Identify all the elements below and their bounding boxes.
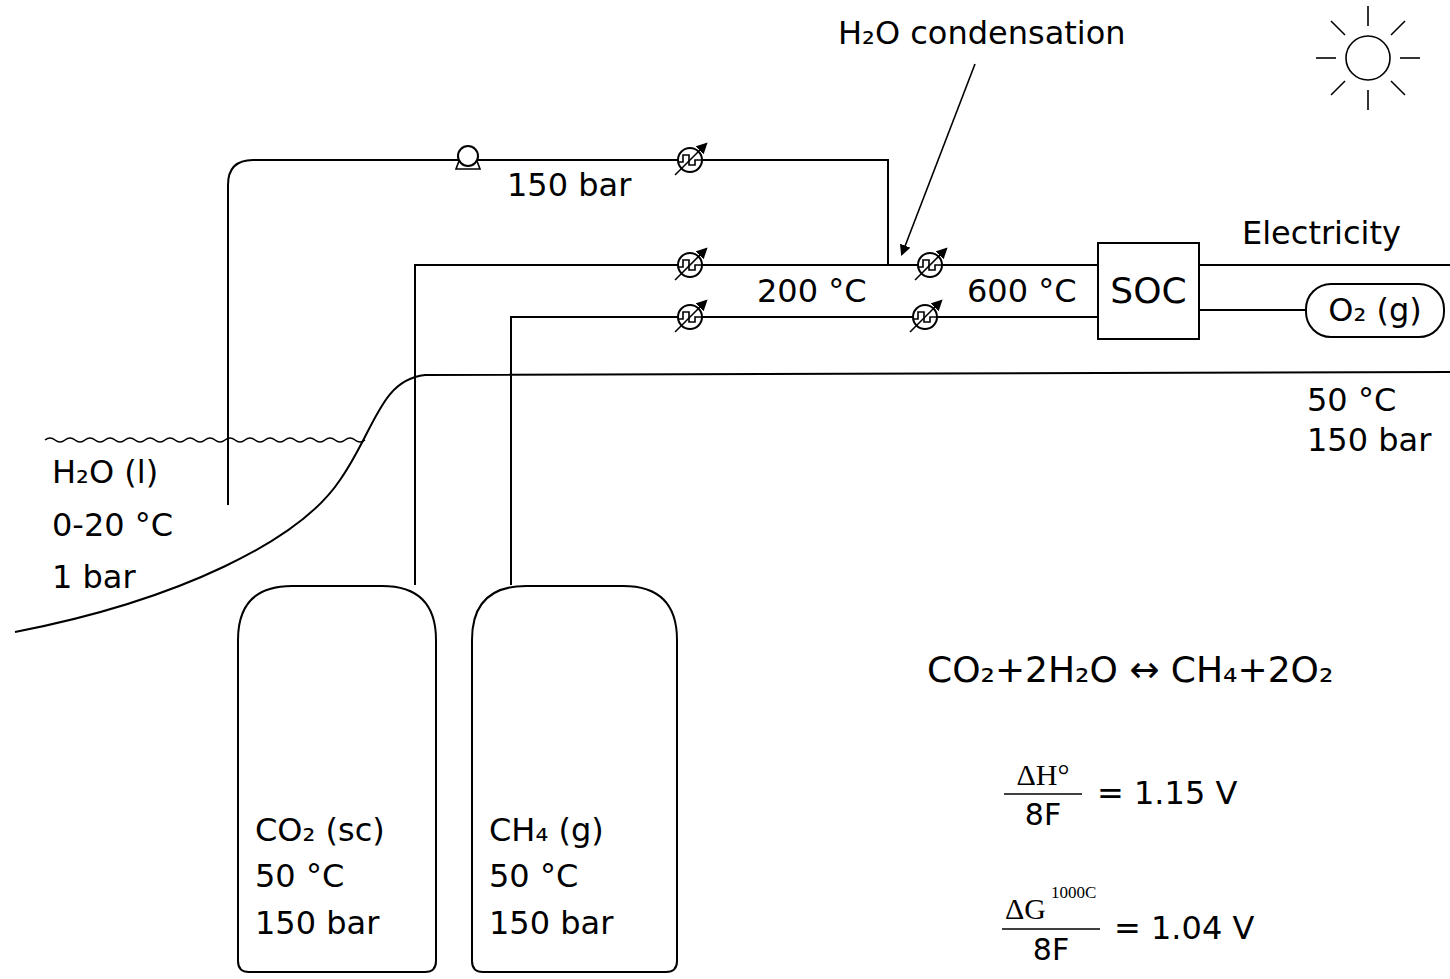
tank-outline: [238, 586, 436, 972]
leader-line: [902, 64, 975, 254]
pipe-connector: [1200, 309, 1305, 311]
text-group: CH₄ (g)50 °C150 bar: [471, 807, 613, 946]
heat-exchanger: [675, 249, 706, 280]
pressure-label: 1 bar: [50, 560, 138, 595]
output-label: Electricity: [1240, 216, 1403, 251]
pump-symbol: [456, 146, 480, 169]
node-text: 150 bar: [255, 900, 385, 946]
heat-exchanger: [675, 301, 706, 332]
water-surface: [45, 438, 365, 442]
pipe-connector: [511, 317, 1097, 585]
node-text: O₂ (g): [1328, 287, 1421, 333]
heat-exchanger: [915, 249, 946, 280]
temperature-label: 50 °C: [1305, 383, 1398, 418]
fraction-denominator: 8F: [1031, 933, 1071, 966]
reaction-equation: CO₂+2H₂O ↔ CH₄+2O₂: [925, 650, 1335, 690]
pressure-label: 150 bar: [505, 168, 633, 203]
sun-symbol: [1316, 6, 1420, 110]
node-text: 50 °C: [489, 853, 613, 899]
voltage-value: = 1.04 V: [1112, 911, 1256, 946]
co2-tank: CO₂ (sc)50 °C150 bar: [237, 585, 437, 973]
node-text: 150 bar: [489, 900, 613, 946]
heat-exchanger: [910, 301, 941, 332]
temperature-label: 600 °C: [965, 274, 1079, 309]
heat-exchanger: [675, 144, 706, 175]
fraction-bar: [1002, 928, 1100, 930]
text-group: O₂ (g): [1328, 287, 1421, 333]
soc-box: SOC: [1097, 242, 1200, 340]
temperature-label: 0-20 °C: [50, 508, 175, 543]
superscript: 1000C: [1049, 884, 1098, 903]
tank-outline: [472, 586, 677, 972]
temperature-label: 200 °C: [755, 274, 869, 309]
water-label: H₂O (l): [50, 455, 160, 490]
pressure-label: 150 bar: [1305, 423, 1433, 458]
node-text: SOC: [1110, 269, 1186, 312]
voltage-value: = 1.15 V: [1095, 776, 1239, 811]
pipe-connector: [415, 265, 1097, 585]
node-text: CO₂ (sc): [255, 807, 385, 853]
callout-text: H₂O condensation: [836, 16, 1128, 51]
ch4-tank: CH₄ (g)50 °C150 bar: [471, 585, 678, 973]
water-pipe: [228, 160, 888, 505]
oxygen-tank: O₂ (g): [1305, 283, 1445, 338]
text-group: CO₂ (sc)50 °C150 bar: [237, 807, 385, 946]
electricity-line: [1200, 264, 1450, 266]
fraction-numerator: ΔG: [1003, 892, 1048, 925]
node-text: CH₄ (g): [489, 807, 613, 853]
ground-line: [15, 372, 1450, 632]
text-group: SOC: [1110, 269, 1186, 312]
fraction-bar: [1004, 793, 1082, 795]
fraction-denominator: 8F: [1023, 798, 1063, 831]
node-text: 50 °C: [255, 853, 385, 899]
fraction-numerator: ΔH°: [1015, 758, 1072, 791]
